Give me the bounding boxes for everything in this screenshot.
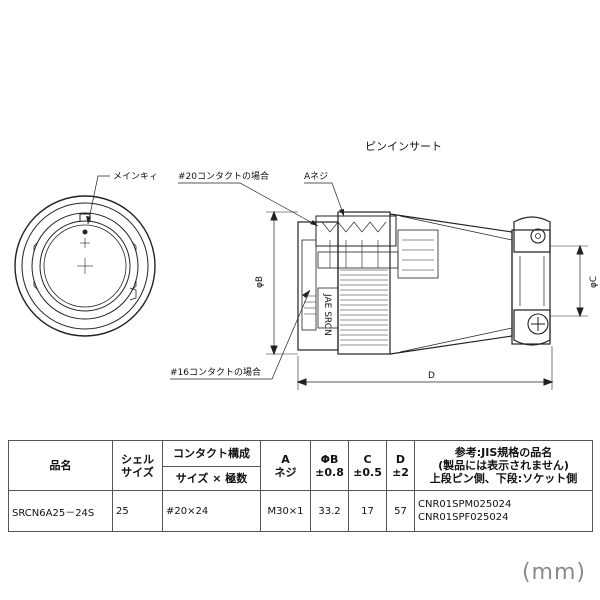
cell-ref-pin: CNR01SPM025024 xyxy=(418,499,512,510)
connector-drawing: ピンインサート メインキィ xyxy=(14,140,599,390)
side-view xyxy=(297,211,551,355)
cell-ref: CNR01SPM025024 CNR01SPF025024 xyxy=(414,490,593,532)
spec-table: 品名 シェル サイズ コンタクト構成 A ネジ ΦB ±0.8 C ±0.5 D… xyxy=(8,440,593,532)
cell-name: SRCN6A25－24S xyxy=(8,490,113,532)
key-label: メインキィ xyxy=(113,172,158,182)
col-name-header: 品名 xyxy=(8,440,113,491)
col-d-line1: D xyxy=(395,452,406,466)
col-contact-sub-header: サイズ × 極数 xyxy=(162,466,261,491)
cell-c: 17 xyxy=(348,490,387,532)
cell-d: 57 xyxy=(386,490,415,532)
col-shell-line2: サイズ xyxy=(121,465,154,479)
col-c-line1: C xyxy=(363,452,372,466)
col-ref-line2: (製品には表示されません) xyxy=(438,459,569,472)
header-row: 品名 シェル サイズ コンタクト構成 A ネジ ΦB ±0.8 C ±0.5 D… xyxy=(8,440,593,491)
col-d-line2: ±2 xyxy=(392,465,409,479)
cell-ref-socket: CNR01SPF025024 xyxy=(418,512,509,523)
front-view xyxy=(14,195,156,337)
key-callout: メインキィ xyxy=(86,172,158,225)
dimension-d-label: D xyxy=(428,371,435,381)
cell-a: M30×1 xyxy=(260,490,311,532)
cell-contacts: #20×24 xyxy=(162,490,261,532)
col-b-line2: ±0.8 xyxy=(315,465,344,479)
unit-note: (mm) xyxy=(521,560,586,585)
col-c-header: C ±0.5 xyxy=(348,440,387,491)
thread-label: Aネジ xyxy=(304,171,328,182)
col-a-line1: A xyxy=(281,452,290,466)
dimension-d xyxy=(296,346,554,390)
col-a-header: A ネジ xyxy=(260,440,311,491)
thread-callout: Aネジ xyxy=(304,171,345,217)
col-b-line1: ΦB xyxy=(320,452,339,466)
contact20-label: #20コンタクトの場合 xyxy=(178,170,269,182)
col-a-line2: ネジ xyxy=(274,465,297,479)
contact16-label: #16コンタクトの場合 xyxy=(170,366,261,378)
contact16-callout: #16コンタクトの場合 xyxy=(170,289,311,380)
dimension-c-label: φC xyxy=(589,276,599,288)
col-ref-line1: 参考:JIS規格の品名 xyxy=(454,446,553,459)
cell-b: 33.2 xyxy=(310,490,349,532)
dimension-c xyxy=(550,244,588,318)
col-b-header: ΦB ±0.8 xyxy=(310,440,349,491)
col-ref-header: 参考:JIS規格の品名 (製品には表示されません) 上段ピン側、下段:ソケット側 xyxy=(414,440,593,491)
table-row: SRCN6A25－24S 25 #20×24 M30×1 33.2 17 57 … xyxy=(8,490,593,532)
drawing-title: ピンインサート xyxy=(365,140,442,153)
col-ref-line3: 上段ピン側、下段:ソケット側 xyxy=(429,472,578,485)
col-shell-line1: シェル xyxy=(121,452,154,466)
cell-shell: 25 xyxy=(112,490,163,532)
col-c-line2: ±0.5 xyxy=(353,465,382,479)
col-contact-group-header: コンタクト構成 xyxy=(162,440,261,467)
col-d-header: D ±2 xyxy=(386,440,415,491)
contact20-callout: #20コンタクトの場合 xyxy=(178,170,319,227)
dimension-b xyxy=(266,210,298,356)
dimension-b-label: φB xyxy=(255,276,265,288)
col-shell-header: シェル サイズ xyxy=(112,440,163,491)
shell-marking: JAE SRCN xyxy=(322,293,332,336)
